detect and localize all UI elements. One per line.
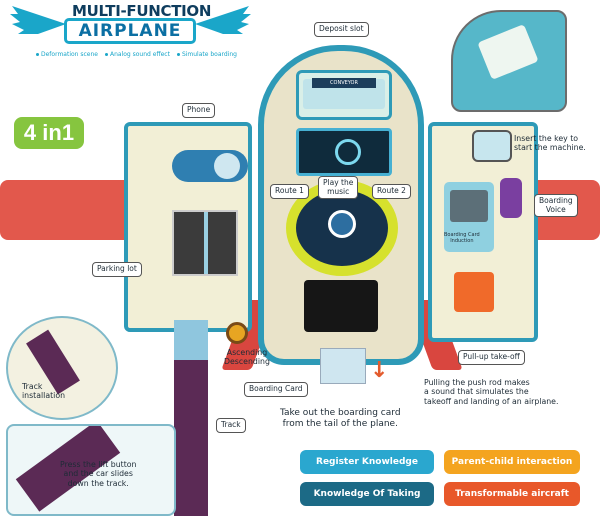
music-button[interactable] (328, 210, 356, 238)
caption-take-out-card: Take out the boarding card from the tail… (280, 408, 401, 429)
brand-title: AIRPLANE (64, 18, 196, 44)
label-parking-lot: Parking lot (92, 262, 142, 277)
key-closeup-inset (451, 10, 567, 112)
feature-item: Simulate boarding (177, 51, 237, 58)
caption-lift-button: Press the lift button and the car slides… (60, 460, 137, 488)
label-route-1: Route 1 (270, 184, 309, 199)
right-wing-icon (195, 6, 251, 34)
lift-button-inset (6, 424, 176, 516)
track-installation-inset (6, 316, 118, 420)
caption-push-rod: Pulling the push rod makes a sound that … (424, 378, 559, 406)
boarding-voice-button[interactable] (500, 178, 522, 218)
label-deposit-slot: Deposit slot (314, 22, 369, 37)
feature-list: Deformation scene Analog sound effect Si… (36, 51, 237, 58)
cockpit-screen (296, 128, 392, 176)
phone-device[interactable] (172, 150, 248, 182)
boarding-card-image (320, 348, 366, 384)
label-phone: Phone (182, 103, 216, 118)
brand-subtitle: MULTI-FUNCTION (72, 2, 212, 20)
label-route-2: Route 2 (372, 184, 411, 199)
label-insert-key: Insert the key to start the machine. (514, 134, 586, 153)
cockpit-seat (304, 280, 378, 332)
brand-header: MULTI-FUNCTION AIRPLANE Deformation scen… (0, 0, 260, 70)
down-arrow-icon: ↓ (370, 358, 389, 383)
track-strip (174, 320, 208, 516)
label-boarding-card: Boarding Card (244, 382, 308, 397)
pill-transformable: Transformable aircraft (444, 482, 580, 506)
key-slot[interactable] (472, 130, 512, 162)
takeoff-lever[interactable] (454, 272, 494, 312)
conveyor-strip: CONVEYOR (312, 78, 376, 88)
ascend-descend-knob[interactable] (226, 322, 248, 344)
feature-item: Analog sound effect (105, 51, 170, 58)
parking-lot-area (172, 210, 238, 276)
card-reader[interactable] (444, 182, 494, 252)
pill-register-knowledge: Register Knowledge (300, 450, 434, 474)
label-play-music: Play the music (318, 176, 359, 200)
label-ascend-descend: Ascending Descending (224, 348, 270, 367)
label-track-installation: Track installation (22, 382, 66, 401)
four-in-one-badge: 4 in1 (14, 117, 84, 149)
pill-parent-child: Parent-child interaction (444, 450, 580, 474)
label-boarding-voice: Boarding Voice (534, 194, 578, 218)
left-control-panel (124, 122, 252, 344)
feature-item: Deformation scene (36, 51, 98, 58)
label-card-induction: Boarding Card Induction (444, 232, 480, 244)
dial-icon (335, 139, 361, 165)
label-track: Track (216, 418, 246, 433)
label-pull-up-takeoff: Pull-up take-off (458, 350, 525, 365)
pill-knowledge-taking: Knowledge Of Taking (300, 482, 434, 506)
right-control-panel (428, 122, 538, 342)
left-wing-icon (10, 6, 66, 34)
